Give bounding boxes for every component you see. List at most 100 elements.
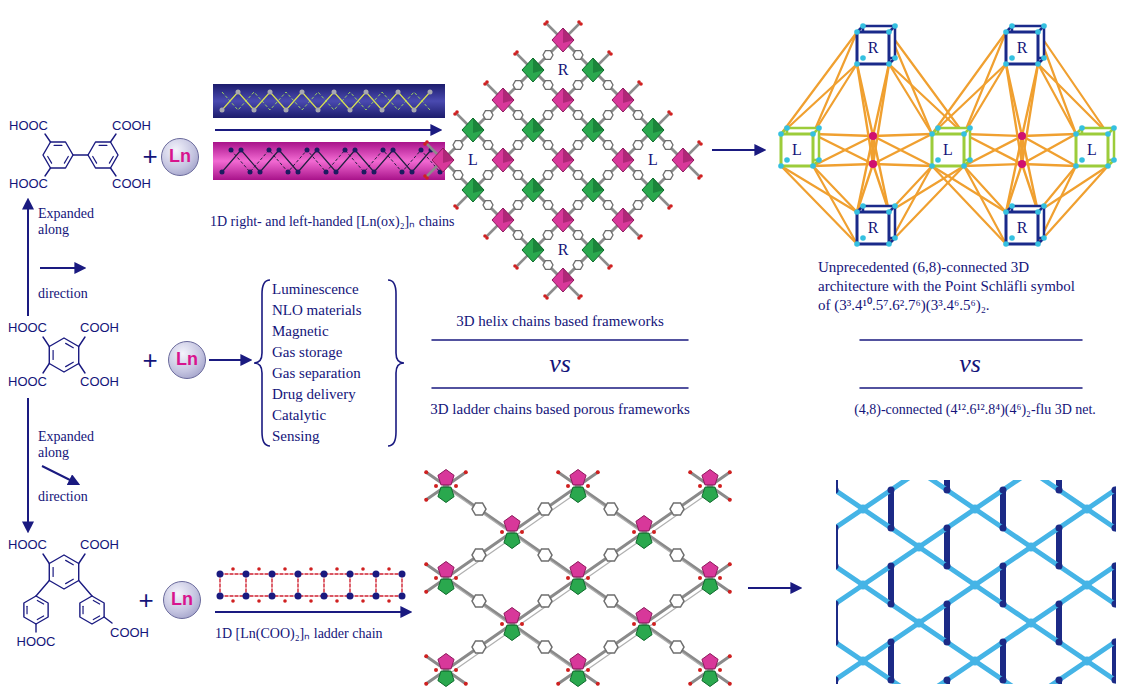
chain-atom <box>353 148 358 153</box>
chain-atom <box>372 170 377 175</box>
net-vertex <box>1112 487 1117 494</box>
linker-ring <box>573 51 583 60</box>
polyhedron-facet <box>653 178 664 193</box>
bond <box>43 554 49 564</box>
net-rod <box>1022 164 1076 166</box>
oxygen-atom <box>515 266 519 270</box>
metal-polyhedron <box>570 562 586 577</box>
polyhedron-facet <box>623 148 634 163</box>
oxygen-atom <box>728 498 732 502</box>
metal-polyhedron <box>438 562 454 577</box>
net-bond <box>1003 528 1031 547</box>
framework-caption: 3D ladder chains based porous frameworks <box>430 401 690 418</box>
net-bond <box>944 604 950 642</box>
net-bond <box>1059 661 1087 680</box>
net-vertex <box>860 203 866 209</box>
net-bond <box>919 547 947 566</box>
benzene-ring <box>49 338 78 372</box>
oxygen-atom <box>424 498 428 502</box>
net-bond <box>944 528 950 566</box>
metal-polyhedron <box>438 579 454 594</box>
oxygen-atom <box>424 654 428 658</box>
chain-atom <box>316 108 321 113</box>
net-vertex <box>1041 235 1047 241</box>
metal-atom <box>399 571 406 578</box>
net-bond <box>919 528 947 547</box>
chain-zigzag <box>231 150 440 172</box>
double-bond <box>53 351 54 360</box>
application-item: Gas storage <box>272 344 342 361</box>
flu-net <box>836 480 1116 684</box>
double-bond <box>37 616 43 620</box>
net-rod <box>932 166 1006 244</box>
right-handed-chain-band <box>213 84 445 118</box>
oxygen-atom <box>632 622 636 626</box>
chain-atom <box>412 108 417 113</box>
net-vertex <box>854 241 860 247</box>
net-hub <box>1018 132 1026 140</box>
oxygen-atom <box>434 668 438 672</box>
net-vertex <box>929 163 935 169</box>
oxygen-atom <box>464 470 468 474</box>
ion-symbol: Ln <box>176 350 198 370</box>
linker-bond <box>647 628 713 674</box>
oxygen-atom <box>667 206 671 210</box>
linker-ring <box>472 549 486 561</box>
expansion-arrow <box>27 200 29 316</box>
oxygen-atom <box>335 567 339 571</box>
oxygen-atom <box>257 567 261 571</box>
net-vertex <box>915 619 924 628</box>
net-bond <box>1003 480 1031 490</box>
net-bond <box>836 490 863 509</box>
net-bond <box>1031 528 1059 547</box>
bond <box>79 554 85 564</box>
oxygen-atom <box>728 590 732 594</box>
linker-ring <box>483 171 493 180</box>
polyhedron-facet <box>563 148 574 163</box>
net-bond <box>919 680 947 684</box>
linker-ring <box>472 641 486 653</box>
linker-ring <box>670 595 684 607</box>
net-bond <box>888 642 894 680</box>
net-vertex <box>892 55 898 61</box>
linker-bond <box>644 532 710 578</box>
oxygen-atom <box>586 668 590 672</box>
net-vertex <box>1003 241 1009 247</box>
cage-label: L <box>1086 141 1098 159</box>
oxygen-atom <box>500 622 504 626</box>
net-rod <box>1022 136 1076 166</box>
double-bond <box>93 616 99 620</box>
benzene-ring <box>24 596 48 624</box>
net-vertex <box>1111 125 1117 131</box>
metal-polyhedron <box>642 178 664 202</box>
net-vertex <box>892 235 898 241</box>
metal-atom <box>243 593 250 600</box>
metal-polyhedron <box>582 118 604 142</box>
oxygen-atom <box>667 110 671 114</box>
net-vertex <box>915 543 924 552</box>
net-vertex <box>971 657 980 666</box>
metal-atom <box>295 571 302 578</box>
net-rod <box>964 136 1022 166</box>
chain-atom <box>419 148 424 153</box>
chain-atom <box>315 148 320 153</box>
double-bond <box>66 579 74 583</box>
metal-polyhedron <box>438 487 454 502</box>
linker-ring <box>603 201 613 210</box>
net-vertex <box>1112 677 1117 684</box>
net-vertex <box>1073 163 1079 169</box>
metal-polyhedron <box>462 118 484 142</box>
net-vertex <box>1073 131 1079 137</box>
metal-ion-circle: Ln <box>163 581 201 619</box>
net-rod <box>889 64 964 134</box>
linker-bond <box>446 578 512 624</box>
linker-ring <box>604 641 618 653</box>
net-bond <box>1059 509 1087 528</box>
polyhedron-facet <box>593 118 604 133</box>
metal-polyhedron <box>702 470 718 485</box>
net-vertex <box>886 209 892 215</box>
net-vertex <box>836 601 839 608</box>
chain-atom <box>381 148 386 153</box>
net-vertex <box>1000 677 1007 684</box>
net-vertex <box>1009 235 1015 241</box>
